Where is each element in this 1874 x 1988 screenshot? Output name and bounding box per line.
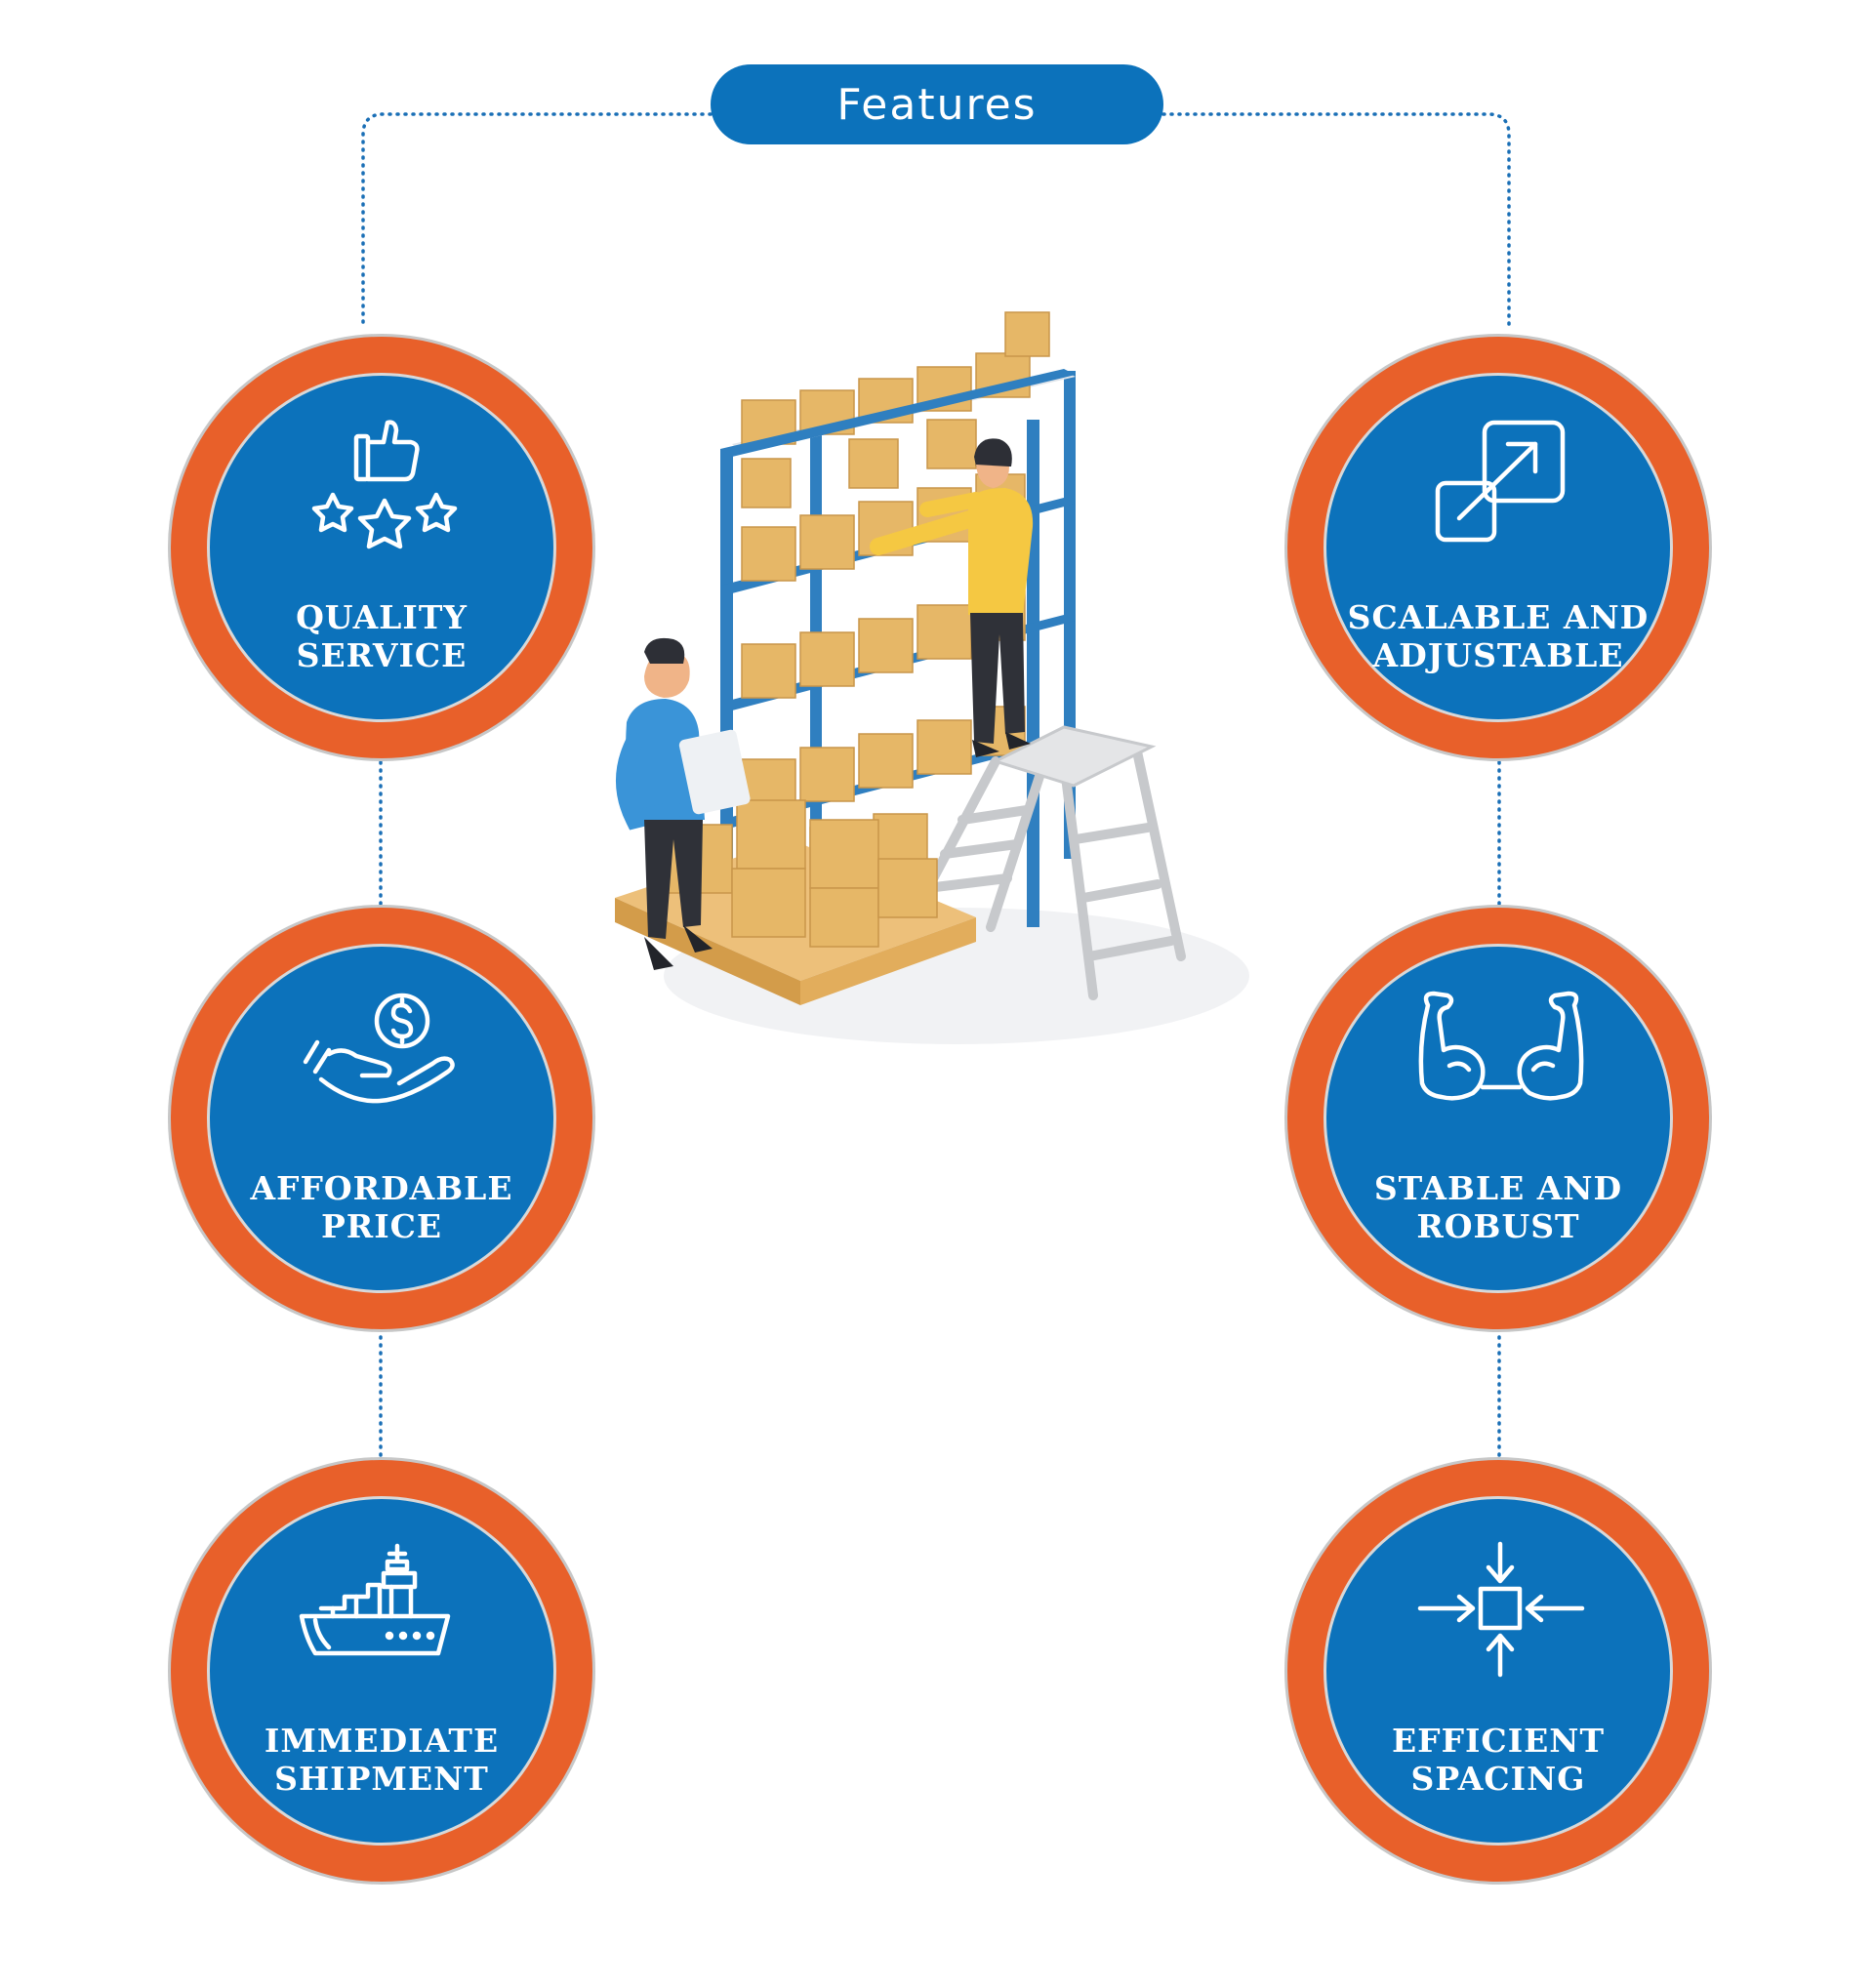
feature-label-line2: ADJUSTABLE (1372, 636, 1624, 674)
feature-disc: IMMEDIATE SHIPMENT (207, 1496, 556, 1846)
feature-efficient-spacing: EFFICIENT SPACING (1284, 1457, 1712, 1885)
feature-label: QUALITY SERVICE (210, 598, 553, 674)
cargo-ship-icon (299, 1543, 451, 1656)
feature-label-line2: SERVICE (296, 636, 468, 674)
feature-label-line2: PRICE (320, 1207, 443, 1245)
feature-disc: SCALABLE AND ADJUSTABLE (1324, 373, 1673, 722)
hand-dollar-coin-icon (303, 993, 455, 1104)
feature-label: EFFICIENT SPACING (1326, 1722, 1670, 1798)
warehouse-shelving-workers-illustration (615, 311, 1249, 1044)
thumbs-up-stars-icon (311, 420, 458, 549)
feature-label: SCALABLE AND ADJUSTABLE (1326, 598, 1670, 674)
feature-quality-service: QUALITY SERVICE (168, 334, 595, 761)
expand-arrow-icon (1435, 420, 1566, 543)
features-title-pill: Features (711, 64, 1163, 144)
feature-scalable-adjustable: SCALABLE AND ADJUSTABLE (1284, 334, 1712, 761)
feature-label: AFFORDABLE PRICE (210, 1169, 553, 1245)
feature-label-line2: SPACING (1410, 1760, 1586, 1798)
feature-affordable-price: AFFORDABLE PRICE (168, 905, 595, 1332)
feature-disc: QUALITY SERVICE (207, 373, 556, 722)
feature-label-line1: QUALITY (296, 598, 468, 636)
feature-disc: STABLE AND ROBUST (1324, 944, 1673, 1293)
feature-label-line1: STABLE AND (1373, 1169, 1623, 1207)
compress-arrows-icon (1417, 1541, 1585, 1678)
feature-label: STABLE AND ROBUST (1326, 1169, 1670, 1245)
feature-label-line1: EFFICIENT (1391, 1722, 1606, 1760)
features-title: Features (836, 79, 1038, 130)
feature-label-line2: ROBUST (1416, 1207, 1580, 1245)
feature-label-line1: AFFORDABLE (250, 1169, 513, 1207)
feature-label-line2: SHIPMENT (274, 1760, 489, 1798)
feature-label-line1: SCALABLE AND (1347, 598, 1650, 636)
feature-disc: AFFORDABLE PRICE (207, 944, 556, 1293)
feature-label-line1: IMMEDIATE (264, 1722, 500, 1760)
feature-disc: EFFICIENT SPACING (1324, 1496, 1673, 1846)
feature-label: IMMEDIATE SHIPMENT (210, 1722, 553, 1798)
feature-stable-robust: STABLE AND ROBUST (1284, 905, 1712, 1332)
feature-immediate-shipment: IMMEDIATE SHIPMENT (168, 1457, 595, 1885)
flexed-arms-icon (1418, 991, 1584, 1101)
